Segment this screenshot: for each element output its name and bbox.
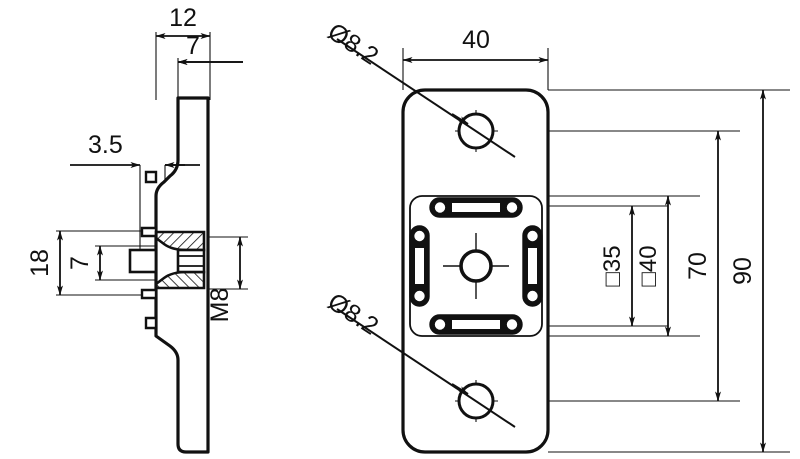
dimension-7-horizontal: 7 [177,32,243,65]
side-view-threaded-bore [128,248,206,274]
dimension-70-label: 70 [684,252,712,280]
slot-right [522,225,543,307]
dimension-7-vertical: 7 [66,245,103,281]
dimension-7-vertical-label: 7 [66,256,94,270]
side-view-ribs [140,170,158,330]
dimension-12-label: 12 [169,4,197,32]
dimension-m8-label: M8 [206,288,234,323]
dimension-square-40: □40 [635,195,671,337]
front-view: Ø8.2 Ø8.2 40 □35 □40 70 [323,18,790,454]
dimension-90-label: 90 [729,257,757,285]
dimension-40-width-label: 40 [462,26,490,54]
center-hole [443,233,509,299]
dimension-square-40-label: □40 [635,245,662,286]
dimension-12: 12 [155,4,211,39]
dimension-18: 18 [26,230,63,296]
dimension-7-label: 7 [186,32,200,60]
dimension-square-35-label: □35 [599,245,626,286]
dimension-3-5-label: 3.5 [88,131,123,159]
dimension-m8: M8 [206,236,243,323]
dimension-70: 70 [684,130,721,402]
slot-top [429,197,523,218]
dimension-18-label: 18 [26,249,54,277]
dimension-square-35: □35 [599,205,635,327]
dimension-40-width: 40 [402,26,549,63]
slot-left [409,225,430,307]
side-section-view: 12 7 3.5 18 7 M8 [26,4,248,454]
dimension-90: 90 [729,89,766,453]
dimension-3-5: 3.5 [70,131,200,168]
slot-bottom [429,314,523,335]
